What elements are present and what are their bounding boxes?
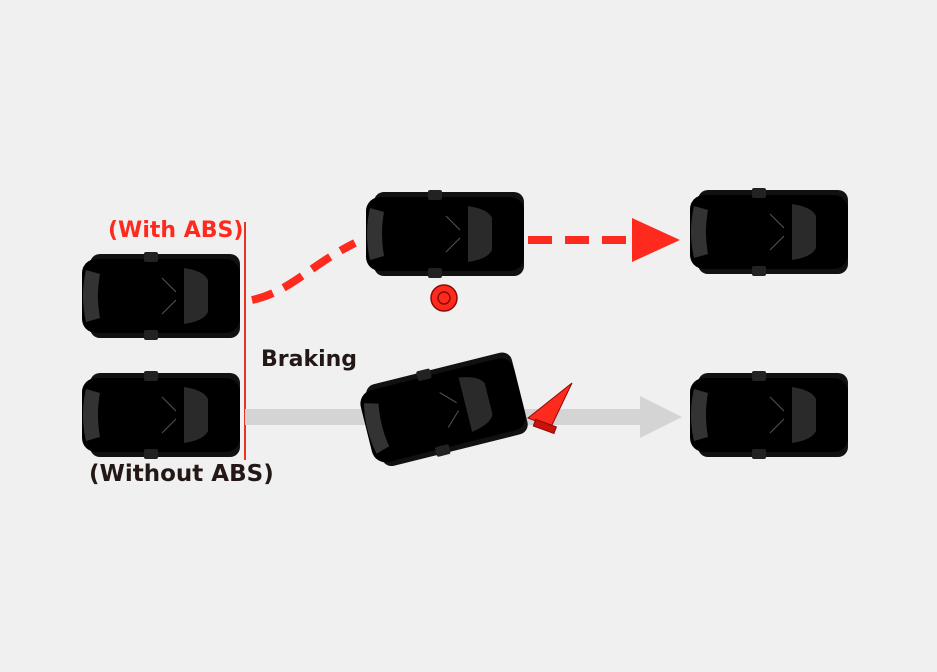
braking-label: Braking	[261, 347, 357, 372]
abs-car-avoid	[366, 190, 524, 278]
with-abs-label: (With ABS)	[108, 218, 243, 243]
abs-car-end	[690, 188, 848, 276]
no-abs-path-arrowhead	[640, 396, 682, 438]
abs-path-arrowhead	[632, 218, 680, 262]
abs-car-start	[82, 252, 240, 340]
traffic-cone-icon	[528, 383, 572, 434]
no-abs-car-skid	[356, 348, 531, 472]
no-abs-car-end	[690, 371, 848, 459]
abs-path-curve	[252, 243, 355, 300]
red-circle-marker-icon	[431, 285, 457, 311]
no-abs-car-start	[82, 371, 240, 459]
without-abs-label: (Without ABS)	[89, 461, 274, 487]
